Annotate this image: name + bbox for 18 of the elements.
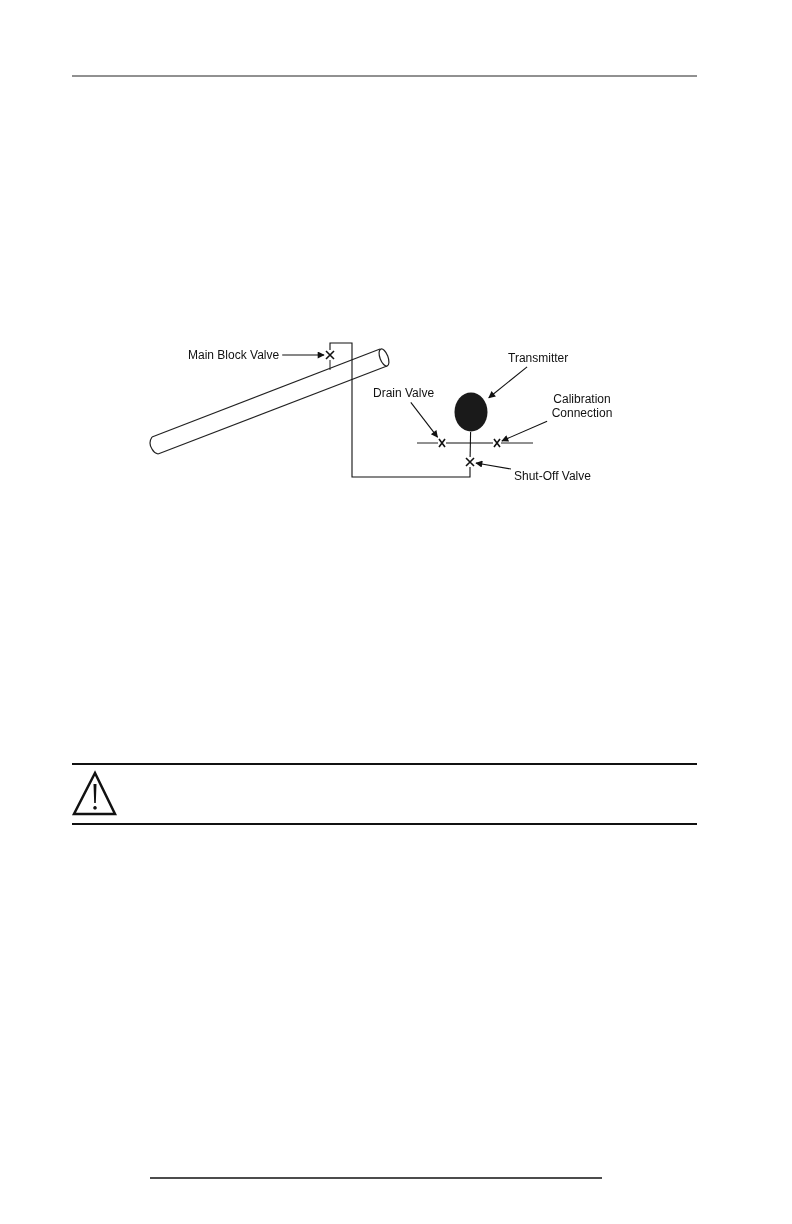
valve-symbol (325, 350, 335, 360)
leader-arrow (475, 460, 512, 470)
leader-arrow (501, 420, 548, 442)
pipe-line (469, 431, 472, 458)
callout-label: Calibration Connection (549, 392, 615, 420)
pipe-line (445, 442, 494, 444)
transmitter-symbol (454, 392, 488, 432)
leader-arrow (488, 366, 528, 399)
leader-arrow (281, 351, 325, 359)
callout-label: Shut-Off Valve (514, 469, 591, 483)
valve-symbol (465, 457, 475, 467)
callout-label: Main Block Valve (188, 348, 280, 362)
leader-arrow (410, 401, 439, 438)
callout-label: Drain Valve (373, 386, 435, 400)
callout-label: Transmitter (508, 351, 569, 365)
pipe-line (329, 342, 471, 478)
valve-symbol (493, 438, 501, 448)
valve-symbol (438, 438, 446, 448)
